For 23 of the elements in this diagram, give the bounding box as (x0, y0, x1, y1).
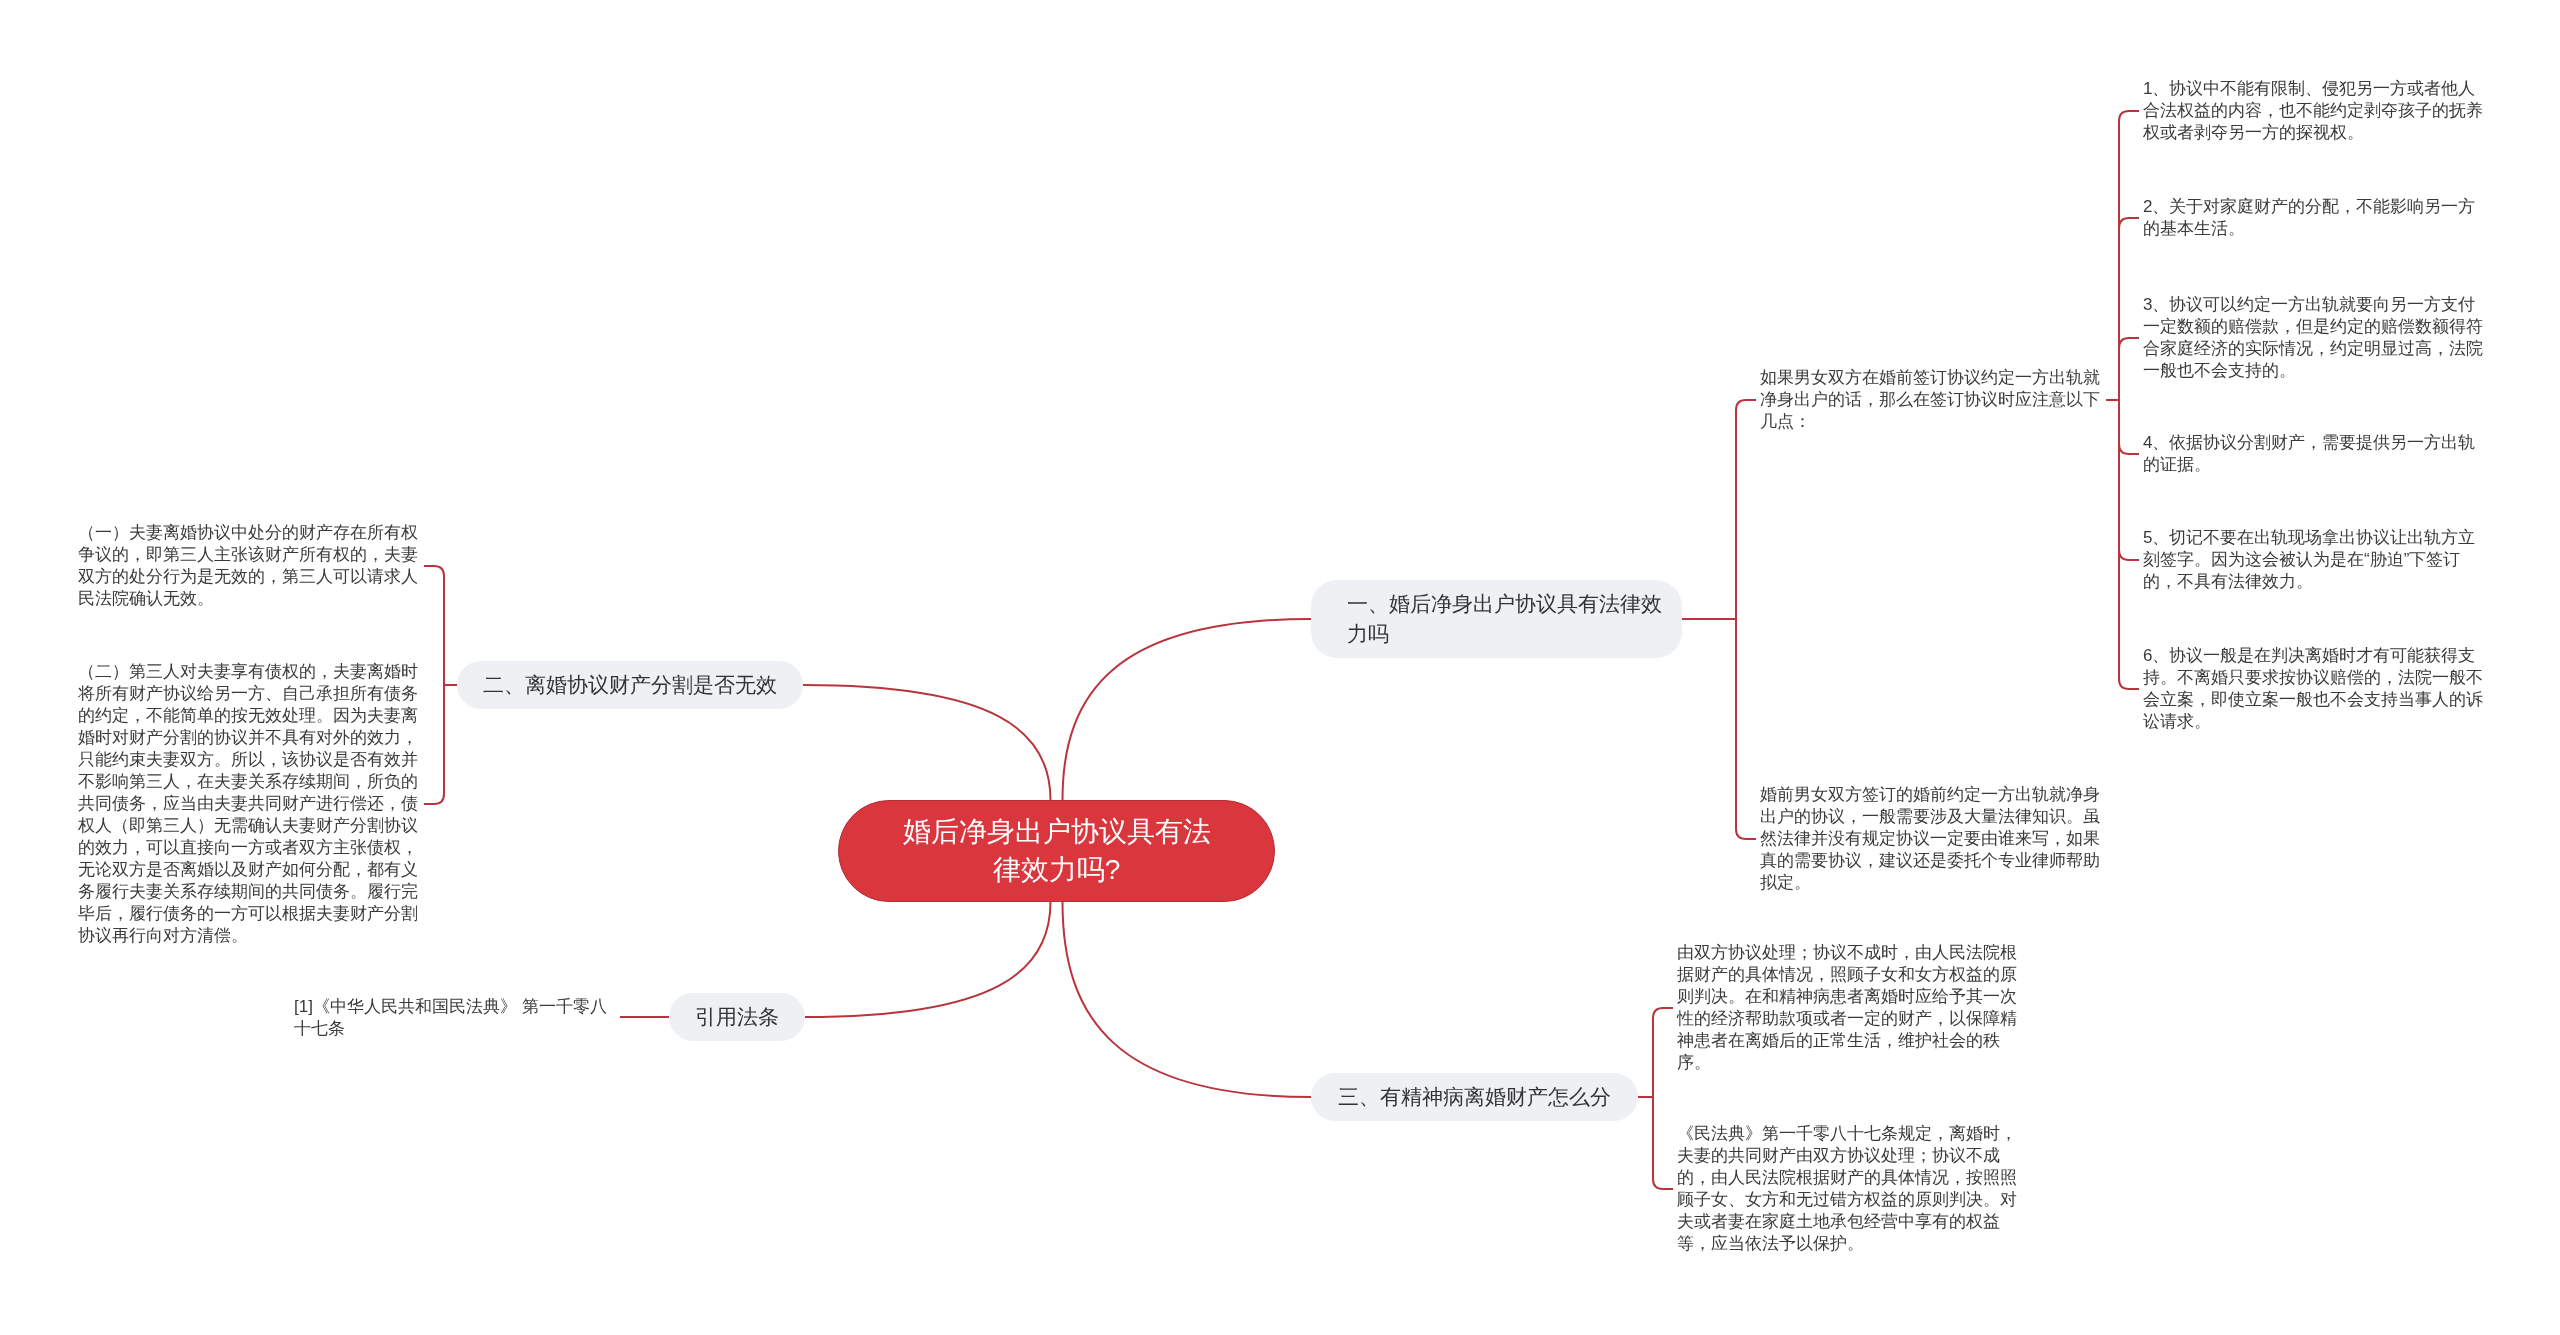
note-text: 4、依据协议分割财产，需要提供另一方出轨的证据。 (2139, 432, 2489, 476)
note-text: （二）第三人对夫妻享有债权的，夫妻离婚时将所有财产协议给另一方、自己承担所有债务的约定，不能简单的按无效处理。因为夫妻离婚时对财产分割的协议并不具有对外的效力，只能约束夫妻双方。所以，该协议是否有效并不影响第三人，在夫妻关系存续期间，所负的共同债务，应当由夫妻共同财产进行偿还，债权人（即第三人）无需确认夫妻财产分割协议的效力，可以直接向一方或者双方主张债权，无论双方是否离婚以及财产如何分配，都有义务履行夫妻关系存续期间的共同债务。履行完毕后，履行债务的一方可以根据夫妻财产分割协议再行向对方清偿。 (74, 661, 424, 947)
branch-topic: 三、有精神病离婚财产怎么分 (1311, 1073, 1638, 1121)
branch-topic: 引用法条 (669, 993, 805, 1041)
note-text: 婚前男女双方签订的婚前约定一方出轨就净身出户的协议，一般需要涉及大量法律知识。虽然法律并没有规定协议一定要由谁来写，如果真的需要协议，建议还是委托个专业律师帮助拟定。 (1756, 784, 2106, 894)
branch-topic: 一、婚后净身出户协议具有法律效力吗 (1311, 580, 1682, 658)
note-text: 《民法典》第一千零八十七条规定，离婚时，夫妻的共同财产由双方协议处理；协议不成的，由人民法院根据财产的具体情况，按照照顾子女、女方和无过错方权益的原则判决。对夫或者妻在家庭土地承包经营中享有的权益等，应当依法予以保护。 (1673, 1123, 2023, 1255)
note-text: 5、切记不要在出轨现场拿出协议让出轨方立刻签字。因为这会被认为是在“胁迫”下签订的，不具有法律效力。 (2139, 527, 2489, 593)
note-text: （一）夫妻离婚协议中处分的财产存在所有权争议的，即第三人主张该财产所有权的，夫妻双方的处分行为是无效的，第三人可以请求人民法院确认无效。 (74, 522, 424, 610)
connector-line (1061, 618, 1312, 801)
note-text: 由双方协议处理；协议不成时，由人民法院根据财产的具体情况，照顾子女和女方权益的原则判决。在和精神病患者离婚时应给予其一次性的经济帮助款项或者一定的财产，以保障精神患者在离婚后的正常生活，维护社会的秩序。 (1673, 942, 2023, 1074)
note-text: 6、协议一般是在判决离婚时才有可能获得支持。不离婚只要求按协议赔偿的，法院一般不会立案，即使立案一般也不会支持当事人的诉讼请求。 (2139, 645, 2489, 733)
note-text: 如果男女双方在婚前签订协议约定一方出轨就净身出户的话，那么在签订协议时应注意以下几点： (1756, 367, 2106, 433)
branch-topic: 二、离婚协议财产分割是否无效 (457, 661, 803, 709)
connector-line (619, 1016, 670, 1018)
central-topic: 婚后净身出户协议具有法律效力吗? (838, 800, 1275, 902)
note-text: 3、协议可以约定一方出轨就要向另一方支付一定数额的赔偿款，但是约定的赔偿数额得符合家庭经济的实际情况，约定明显过高，法院一般也不会支持的。 (2139, 294, 2489, 382)
connector-line (1061, 901, 1312, 1098)
connector-line (804, 901, 1052, 1018)
connector-line (802, 684, 1052, 801)
note-text: 1、协议中不能有限制、侵犯另一方或者他人合法权益的内容，也不能约定剥夺孩子的抚养权或者剥夺另一方的探视权。 (2139, 78, 2489, 144)
note-text: [1]《中华人民共和国民法典》 第一千零八十七条 (290, 996, 620, 1040)
note-text: 2、关于对家庭财产的分配，不能影响另一方的基本生活。 (2139, 196, 2489, 240)
